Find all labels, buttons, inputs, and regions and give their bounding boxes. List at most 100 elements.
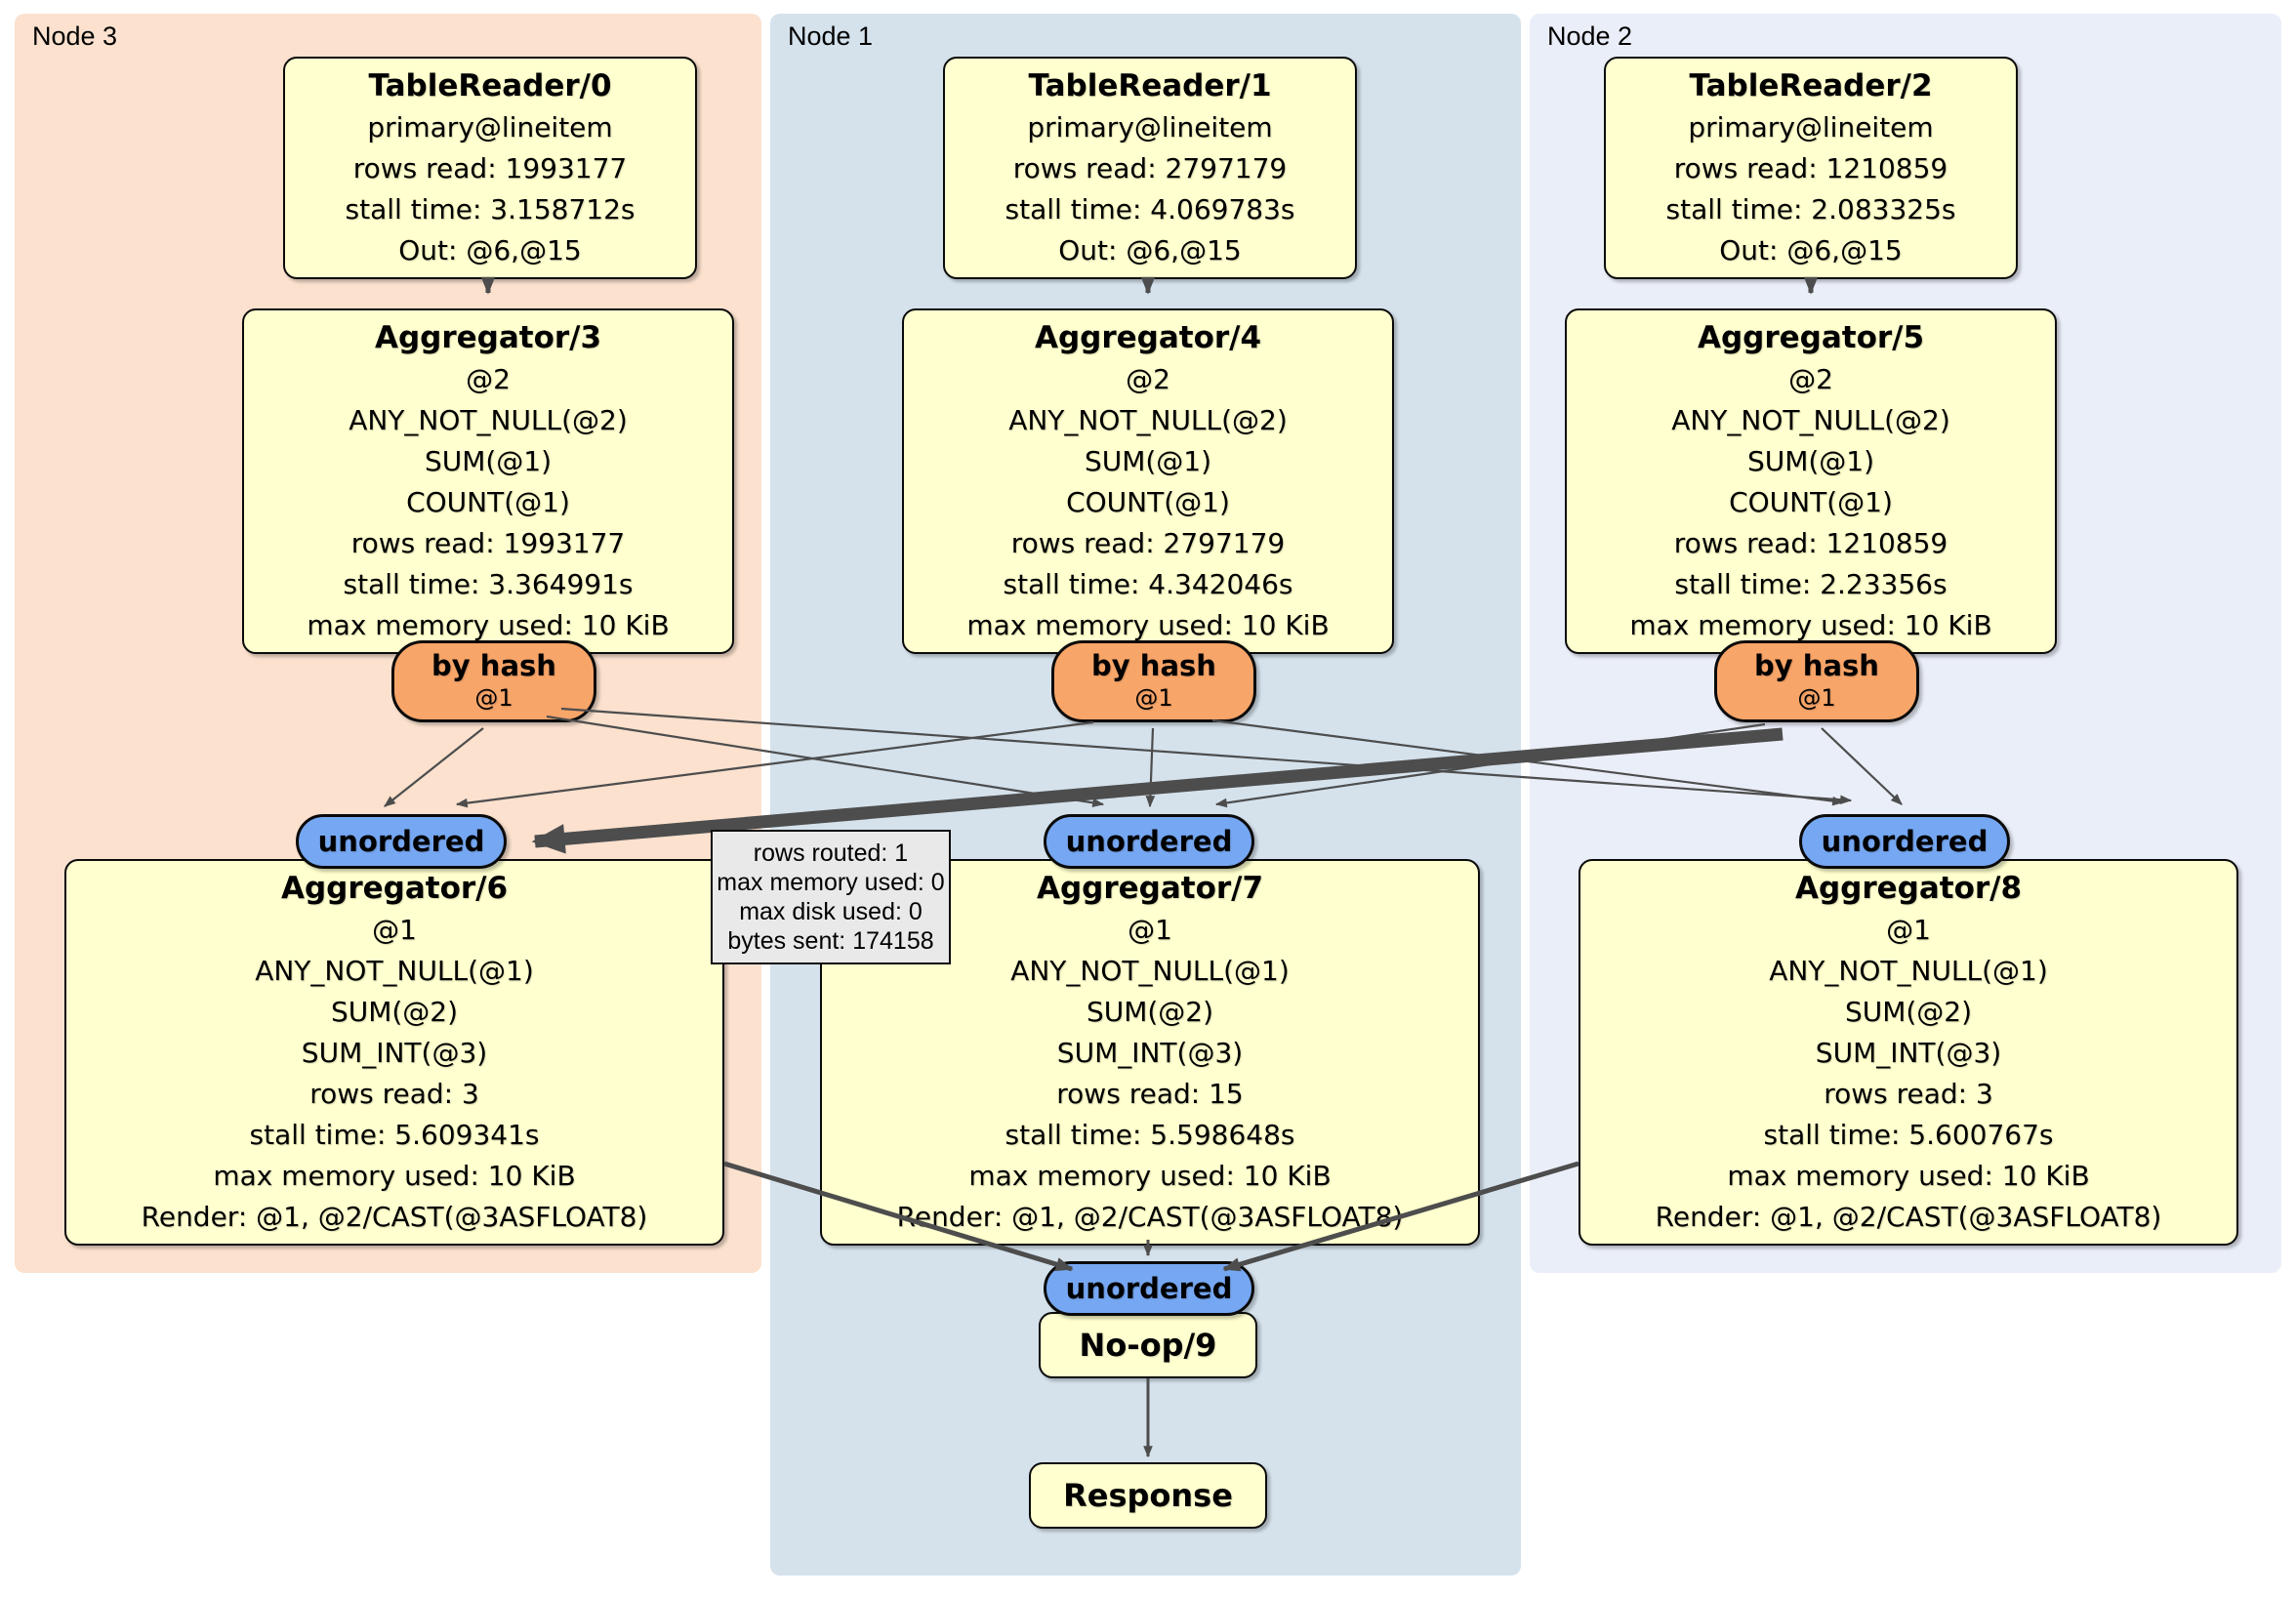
stat-line: rows read: 2797179 — [1012, 152, 1288, 184]
stat-line: max memory used: 10 KiB — [1629, 609, 1992, 641]
stat-line: rows routed: 1 — [753, 839, 909, 867]
stat-line: Out: @6,@15 — [1058, 234, 1242, 266]
processor-stats: primary@lineitem rows read: 1210859 stall … — [1616, 107, 2006, 271]
processor-title: Aggregator/8 — [1794, 871, 2023, 906]
router-by-hash-4: by hash @1 — [1051, 640, 1256, 722]
stat-line: ANY_NOT_NULL(@2) — [1671, 404, 1950, 436]
stat-line: primary@lineitem — [367, 111, 613, 143]
processor-title: TableReader/1 — [1028, 68, 1272, 103]
stat-line: stall time: 4.342046s — [1003, 568, 1293, 600]
stat-line: Out: @6,@15 — [398, 234, 582, 266]
processor-title: Aggregator/4 — [1034, 320, 1262, 355]
stat-line: SUM_INT(@3) — [1056, 1037, 1244, 1069]
stat-line: rows read: 1210859 — [1673, 527, 1948, 559]
router-detail: @1 — [1797, 684, 1836, 712]
stat-line: stall time: 4.069783s — [1004, 193, 1295, 225]
stat-line: max memory used: 0 — [717, 869, 945, 896]
stat-line: @2 — [1126, 363, 1170, 395]
stat-line: stall time: 5.600767s — [1763, 1119, 2054, 1151]
stat-line: ANY_NOT_NULL(@1) — [1010, 955, 1290, 987]
processor-title: Aggregator/3 — [374, 320, 602, 355]
stat-line: ANY_NOT_NULL(@1) — [1769, 955, 2048, 987]
stat-line: SUM(@2) — [330, 996, 459, 1028]
stat-line: @2 — [466, 363, 511, 395]
processor-title: Aggregator/7 — [1036, 871, 1264, 906]
router-by-hash-3: by hash @1 — [391, 640, 596, 722]
stat-line: SUM_INT(@3) — [301, 1037, 488, 1069]
processor-title: TableReader/2 — [1689, 68, 1933, 103]
stat-line: max memory used: 10 KiB — [966, 609, 1330, 641]
stat-line: Render: @1, @2/CAST(@3ASFLOAT8) — [896, 1201, 1404, 1233]
router-detail: @1 — [1134, 684, 1173, 712]
stat-line: rows read: 1210859 — [1673, 152, 1948, 184]
processor-title: TableReader/0 — [368, 68, 612, 103]
router-label: by hash — [431, 649, 556, 682]
stat-line: COUNT(@1) — [1729, 486, 1893, 518]
stat-line: bytes sent: 174158 — [727, 927, 934, 955]
stat-line: max memory used: 10 KiB — [307, 609, 670, 641]
processor-tablereader-2: TableReader/2 primary@lineitem rows read:… — [1604, 57, 2018, 279]
stat-line: Out: @6,@15 — [1719, 234, 1903, 266]
stat-line: ANY_NOT_NULL(@2) — [348, 404, 628, 436]
processor-title: Response — [1063, 1477, 1233, 1514]
stat-line: stall time: 5.598648s — [1004, 1119, 1295, 1151]
stat-line: stall time: 2.083325s — [1665, 193, 1956, 225]
stat-line: stall time: 3.158712s — [345, 193, 636, 225]
stat-line: SUM(@1) — [1084, 445, 1212, 477]
processor-tablereader-0: TableReader/0 primary@lineitem rows read:… — [283, 57, 697, 279]
stat-line: Render: @1, @2/CAST(@3ASFLOAT8) — [1655, 1201, 2162, 1233]
processor-title: No-op/9 — [1079, 1327, 1217, 1364]
stat-line: SUM(@1) — [1746, 445, 1875, 477]
stat-line: stall time: 5.609341s — [249, 1119, 540, 1151]
stat-line: rows read: 3 — [309, 1078, 479, 1110]
stat-line: max memory used: 10 KiB — [968, 1160, 1332, 1192]
stat-line: rows read: 15 — [1056, 1078, 1244, 1110]
stat-line: ANY_NOT_NULL(@2) — [1008, 404, 1288, 436]
region-label-node-2: Node 2 — [1547, 21, 1633, 51]
processor-title: Aggregator/5 — [1697, 320, 1925, 355]
stat-line: primary@lineitem — [1688, 111, 1934, 143]
processor-title: Aggregator/6 — [280, 871, 509, 906]
processor-response: Response — [1029, 1462, 1267, 1529]
stat-line: stall time: 2.23356s — [1674, 568, 1948, 600]
router-label: by hash — [1091, 649, 1216, 682]
sync-unordered-final: unordered — [1044, 1261, 1254, 1316]
router-label: by hash — [1754, 649, 1879, 682]
stat-line: rows read: 3 — [1824, 1078, 1993, 1110]
stat-line: @1 — [1128, 914, 1172, 946]
stat-line: primary@lineitem — [1027, 111, 1273, 143]
sync-unordered-node3: unordered — [296, 814, 507, 869]
stat-line: stall time: 3.364991s — [343, 568, 634, 600]
stat-line: SUM(@2) — [1844, 996, 1973, 1028]
processor-stats: primary@lineitem rows read: 1993177 stall … — [295, 107, 685, 271]
router-detail: @1 — [474, 684, 513, 712]
stat-line: @1 — [372, 914, 417, 946]
stat-line: rows read: 1993177 — [352, 152, 628, 184]
stat-line: rows read: 2797179 — [1010, 527, 1286, 559]
stat-line: SUM(@1) — [424, 445, 553, 477]
processor-noop-9: No-op/9 — [1039, 1312, 1257, 1378]
stat-line: @1 — [1886, 914, 1931, 946]
processor-stats: primary@lineitem rows read: 2797179 stall … — [955, 107, 1345, 271]
sync-unordered-node1: unordered — [1044, 814, 1254, 869]
processor-tablereader-1: TableReader/1 primary@lineitem rows read:… — [943, 57, 1357, 279]
stat-line: ANY_NOT_NULL(@1) — [255, 955, 534, 987]
stat-line: SUM(@2) — [1086, 996, 1214, 1028]
stat-line: COUNT(@1) — [406, 486, 570, 518]
stat-line: SUM_INT(@3) — [1815, 1037, 2002, 1069]
stat-line: COUNT(@1) — [1066, 486, 1230, 518]
region-label-node-3: Node 3 — [32, 21, 118, 51]
stat-line: rows read: 1993177 — [350, 527, 626, 559]
